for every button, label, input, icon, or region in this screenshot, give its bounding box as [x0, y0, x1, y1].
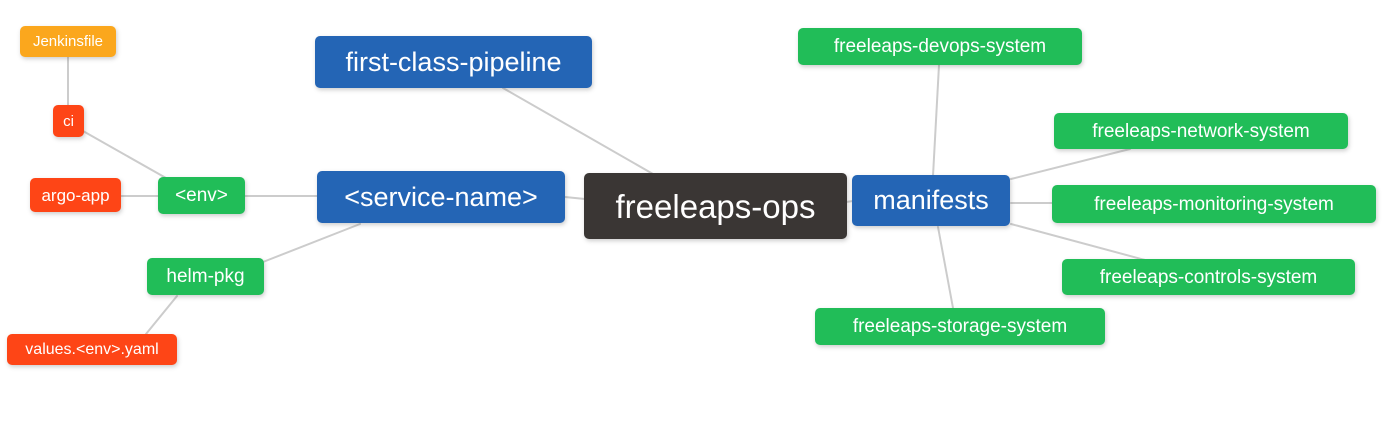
node-first-class-pipeline[interactable]: first-class-pipeline: [315, 36, 592, 88]
edge-manifests-to-freeleaps-network-system: [1010, 148, 1131, 180]
node-argo-app[interactable]: argo-app: [30, 178, 121, 212]
node-label-freeleaps-network-system: freeleaps-network-system: [1092, 120, 1310, 142]
node-label-ci: ci: [63, 112, 74, 130]
node-freeleaps-monitoring-system[interactable]: freeleaps-monitoring-system: [1052, 185, 1376, 223]
node-label-freeleaps-storage-system: freeleaps-storage-system: [852, 316, 1068, 337]
edge-manifests-to-freeleaps-controls-system: [1010, 223, 1146, 261]
node-label-manifests: manifests: [873, 185, 989, 215]
node-freeleaps-storage-system[interactable]: freeleaps-storage-system: [815, 308, 1105, 345]
edge-helm-pkg-to-service-name: [262, 223, 361, 263]
edge-first-class-pipeline-to-freeleaps-ops: [502, 87, 654, 175]
node-jenkinsfile[interactable]: Jenkinsfile: [20, 26, 116, 57]
node-env[interactable]: <env>: [158, 177, 245, 214]
node-manifests[interactable]: manifests: [852, 175, 1010, 226]
node-freeleaps-ops[interactable]: freeleaps-ops: [584, 173, 847, 239]
node-label-freeleaps-ops: freeleaps-ops: [615, 187, 816, 225]
node-service-name[interactable]: <service-name>: [317, 171, 565, 223]
node-label-helm-pkg: helm-pkg: [166, 266, 245, 287]
node-label-freeleaps-monitoring-system: freeleaps-monitoring-system: [1094, 193, 1334, 215]
node-label-freeleaps-controls-system: freeleaps-controls-system: [1099, 266, 1318, 288]
edge-manifests-to-freeleaps-devops-system: [932, 64, 940, 177]
node-values-env-yaml[interactable]: values.<env>.yaml: [7, 334, 177, 365]
node-label-env: <env>: [175, 185, 228, 206]
node-freeleaps-controls-system[interactable]: freeleaps-controls-system: [1062, 259, 1355, 295]
edge-service-name-to-freeleaps-ops: [564, 196, 586, 200]
node-label-argo-app: argo-app: [41, 185, 110, 205]
node-label-values-env-yaml: values.<env>.yaml: [25, 340, 159, 358]
node-label-service-name: <service-name>: [344, 181, 538, 212]
edge-values-env-yaml-to-helm-pkg: [145, 295, 178, 335]
node-freeleaps-devops-system[interactable]: freeleaps-devops-system: [798, 28, 1082, 65]
node-label-first-class-pipeline: first-class-pipeline: [345, 46, 562, 77]
node-label-freeleaps-devops-system: freeleaps-devops-system: [833, 36, 1047, 57]
edge-manifests-to-freeleaps-storage-system: [937, 226, 954, 309]
node-ci[interactable]: ci: [53, 105, 84, 137]
edge-ci-to-env: [82, 130, 167, 179]
node-helm-pkg[interactable]: helm-pkg: [147, 258, 264, 295]
node-freeleaps-network-system[interactable]: freeleaps-network-system: [1054, 113, 1348, 149]
node-label-jenkinsfile: Jenkinsfile: [32, 33, 104, 50]
